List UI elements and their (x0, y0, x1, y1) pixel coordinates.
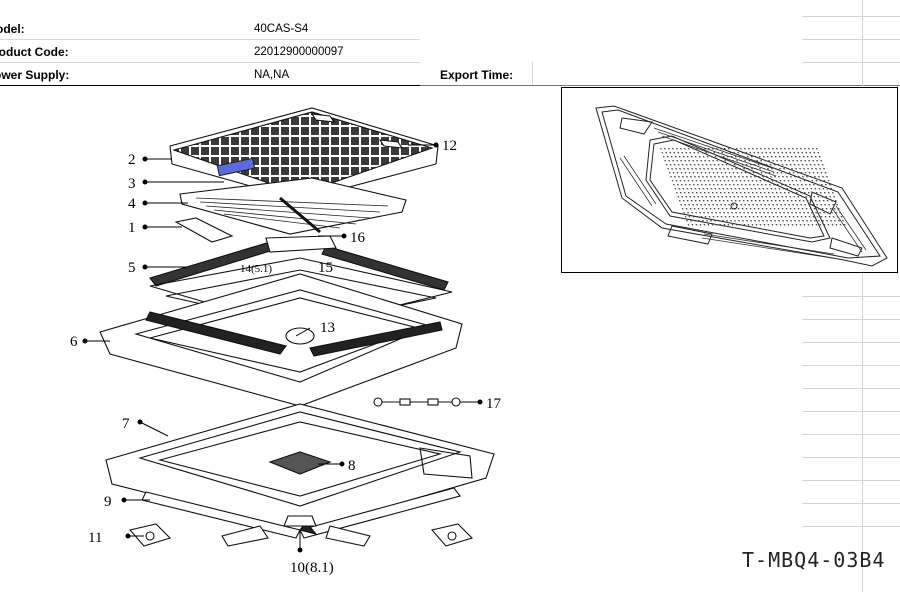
callout-11: 11 (88, 530, 102, 546)
callout-13: 13 (320, 320, 335, 336)
grid-line (802, 480, 900, 481)
product-code-value: 22012900000097 (254, 46, 344, 58)
drawing-model-code: T-MBQ4-03B4 (742, 548, 886, 572)
grid-line (802, 526, 900, 527)
part-bar (174, 217, 234, 243)
exploded-parts-diagram: 2 3 4 1 5 6 7 9 11 12 16 15 14(5.1) 13 1… (70, 107, 502, 576)
callout-16: 16 (350, 230, 366, 246)
part-corner-plate-right (430, 523, 474, 547)
model-value: 40CAS-S4 (254, 23, 309, 35)
cell-divider (532, 62, 533, 85)
export-time-label: Export Time: (440, 68, 514, 82)
part-filter (179, 177, 407, 235)
grid-line (802, 457, 900, 458)
model-label: Model: (0, 22, 25, 36)
callout-8: 8 (348, 458, 356, 474)
callout-5: 5 (128, 260, 136, 276)
power-supply-label: Power Supply: (0, 68, 70, 82)
perspective-view-panel (561, 87, 898, 273)
callout-17: 17 (486, 396, 502, 412)
callout-2: 2 (128, 152, 136, 168)
header-rule-strong (0, 85, 420, 86)
power-supply-value: NA,NA (254, 69, 290, 81)
callout-4: 4 (128, 196, 136, 212)
callout-7: 7 (122, 416, 130, 432)
grid-line (802, 62, 900, 63)
unit-perspective-drawing (595, 105, 888, 267)
grid-column (862, 0, 863, 592)
callout-3: 3 (128, 176, 136, 192)
header-rule (0, 39, 420, 40)
grid-line (802, 319, 900, 320)
callout-6: 6 (70, 334, 78, 350)
grid-line (802, 365, 900, 366)
grid-line (802, 342, 900, 343)
grid-line (802, 411, 900, 412)
callout-14: 14(5.1) (240, 263, 272, 275)
callout-9: 9 (104, 494, 112, 510)
grille-texture (659, 148, 849, 228)
callout-1: 1 (128, 220, 136, 236)
header-rule (0, 62, 420, 63)
part-sensor-cable (373, 397, 461, 407)
grid-line (802, 16, 900, 17)
callout-10: 10(8.1) (290, 560, 334, 576)
part-corner-plate-left (128, 523, 172, 547)
grid-line (802, 296, 900, 297)
callout-12: 12 (442, 138, 457, 154)
product-code-label: Product Code: (0, 45, 69, 59)
grid-line (802, 388, 900, 389)
callout-15: 15 (318, 260, 333, 276)
grid-line (802, 39, 900, 40)
header-rule (420, 85, 900, 86)
grid-line (802, 434, 900, 435)
part-panel-frame (99, 273, 463, 407)
callout-labels: 2 3 4 1 5 6 7 9 11 12 16 15 14(5.1) 13 1… (70, 138, 502, 576)
callout-leaders (82, 142, 483, 553)
grid-line (802, 503, 900, 504)
part-louver-right (321, 245, 449, 291)
